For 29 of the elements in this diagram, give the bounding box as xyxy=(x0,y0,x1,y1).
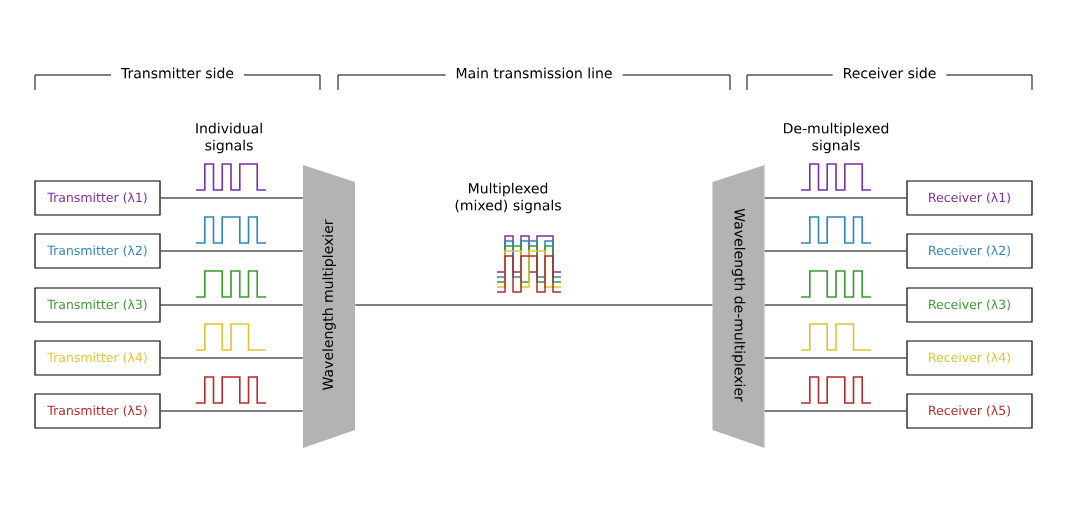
connector-line xyxy=(764,250,907,252)
connector-line xyxy=(160,250,304,252)
transmitter-box: Transmitter (λ5) xyxy=(34,393,161,429)
receiver-box: Receiver (λ5) xyxy=(906,393,1033,429)
transmitter-box: Transmitter (λ3) xyxy=(34,287,161,323)
transmitter-box: Transmitter (λ4) xyxy=(34,340,161,376)
section-heading: Main transmission line xyxy=(445,64,623,82)
section-heading: Transmitter side xyxy=(111,64,244,82)
caption: De-multiplexed signals xyxy=(784,122,889,154)
receiver-box: Receiver (λ2) xyxy=(906,233,1033,269)
transmitter-box: Transmitter (λ2) xyxy=(34,233,161,269)
connector-line xyxy=(160,357,304,359)
receiver-box: Receiver (λ3) xyxy=(906,287,1033,323)
receiver-box: Receiver (λ4) xyxy=(906,340,1033,376)
connector-line xyxy=(160,304,304,306)
multiplexer-trapezoid: Wavelength multiplexier xyxy=(303,165,355,448)
demultiplexer-trapezoid: Wavelength de-multiplexier xyxy=(712,165,765,448)
connector-line xyxy=(764,197,907,199)
connector-line xyxy=(764,410,907,412)
connector-line xyxy=(354,304,713,306)
connector-line xyxy=(160,410,304,412)
caption: Multiplexed (mixed) signals xyxy=(455,182,561,214)
connector-line xyxy=(160,197,304,199)
section-heading: Receiver side xyxy=(832,64,947,82)
caption: Individual signals xyxy=(196,122,262,154)
connector-line xyxy=(764,304,907,306)
receiver-box: Receiver (λ1) xyxy=(906,180,1033,216)
transmitter-box: Transmitter (λ1) xyxy=(34,180,161,216)
connector-line xyxy=(764,357,907,359)
